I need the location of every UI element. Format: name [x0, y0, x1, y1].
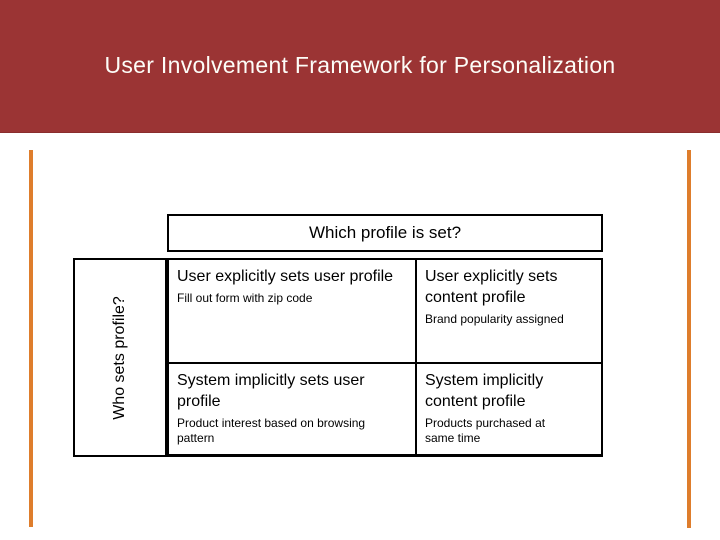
column-question-cell: Which profile is set? [167, 214, 603, 252]
slide-title: User Involvement Framework for Personali… [104, 52, 616, 78]
cell-example: Product interest based on browsing patte… [177, 416, 366, 445]
cell-title: User explicitly sets content profile [425, 268, 558, 306]
cell-example: Products purchased at same time [425, 416, 546, 445]
cell-title: System implicitly content profile [425, 372, 544, 410]
cell-title: User explicitly sets user profile [177, 268, 394, 285]
matrix-cell-system-implicit-user-profile: System implicitly sets user profile Prod… [169, 364, 417, 454]
row-question-label: Who sets profile? [111, 295, 129, 420]
matrix-cell-user-explicit-user-profile: User explicitly sets user profile Fill o… [169, 260, 417, 364]
cell-title: System implicitly sets user profile [177, 372, 365, 410]
row-question-cell: Who sets profile? [73, 258, 167, 457]
right-accent-line [687, 150, 691, 528]
column-question-label: Which profile is set? [308, 223, 462, 242]
slide-title-bar: User Involvement Framework for Personali… [0, 0, 720, 133]
matrix-grid: User explicitly sets user profile Fill o… [167, 258, 603, 457]
matrix-cell-user-explicit-content-profile: User explicitly sets content profile Bra… [417, 260, 601, 364]
cell-example: Fill out form with zip code [177, 291, 313, 305]
left-accent-line [29, 150, 33, 527]
matrix-cell-system-implicit-content-profile: System implicitly content profile Produc… [417, 364, 601, 454]
cell-example: Brand popularity assigned [425, 312, 564, 326]
